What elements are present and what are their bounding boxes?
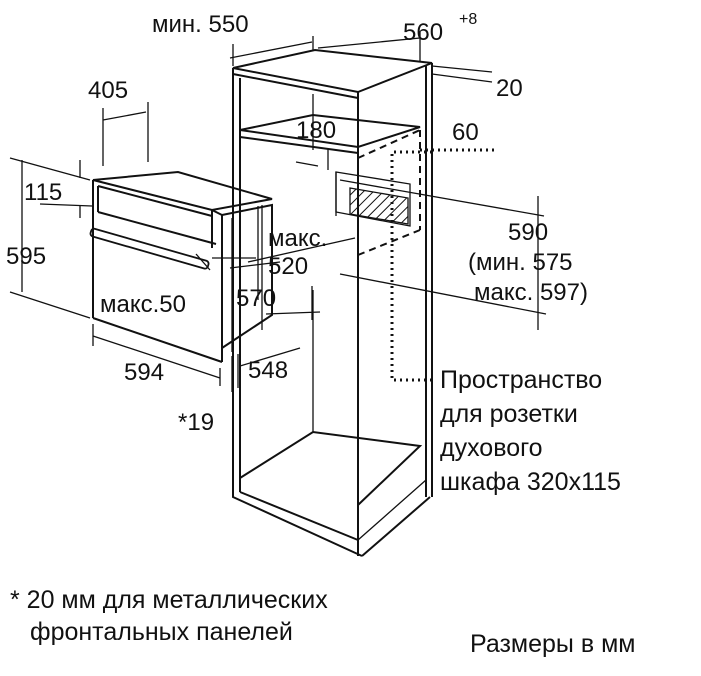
label-560: 560 <box>403 19 443 46</box>
socket-space-line-1: Пространство <box>440 366 602 394</box>
footnote: * 20 мм для металлических фронтальных па… <box>10 586 328 646</box>
label-max-50: макс.50 <box>100 291 186 318</box>
dimension-labels: мин. 550 560 +8 20 405 180 60 115 595 ма… <box>6 11 588 436</box>
label-footnote-19: *19 <box>178 409 214 436</box>
label-560-tolerance: +8 <box>459 11 477 28</box>
label-595: 595 <box>6 243 46 270</box>
label-594: 594 <box>124 359 164 386</box>
socket-space-line-2: для розетки <box>440 400 578 428</box>
units-note: Размеры в мм <box>470 630 635 658</box>
label-niche-max: макс. 597) <box>474 279 588 306</box>
label-115: 115 <box>24 179 62 206</box>
footnote-line-2: фронтальных панелей <box>30 618 293 646</box>
footnote-line-1: * 20 мм для металлических <box>10 586 328 614</box>
label-min-550: мин. 550 <box>152 11 249 38</box>
label-548: 548 <box>248 357 288 384</box>
label-405: 405 <box>88 77 128 104</box>
dimension-lines <box>9 32 547 392</box>
label-570: 570 <box>236 285 276 312</box>
label-niche-min: (мин. 575 <box>468 249 573 276</box>
oven-drawing <box>89 170 273 363</box>
socket-space-label: Пространство для розетки духового шкафа … <box>440 366 621 496</box>
label-520: 520 <box>268 253 308 280</box>
label-20: 20 <box>496 75 523 102</box>
label-180: 180 <box>296 117 336 144</box>
label-60: 60 <box>452 119 479 146</box>
socket-space-line-4: шкафа 320x115 <box>440 468 621 496</box>
label-590: 590 <box>508 219 548 246</box>
label-max: макс. <box>268 225 327 252</box>
socket-space-line-3: духового <box>440 434 543 462</box>
